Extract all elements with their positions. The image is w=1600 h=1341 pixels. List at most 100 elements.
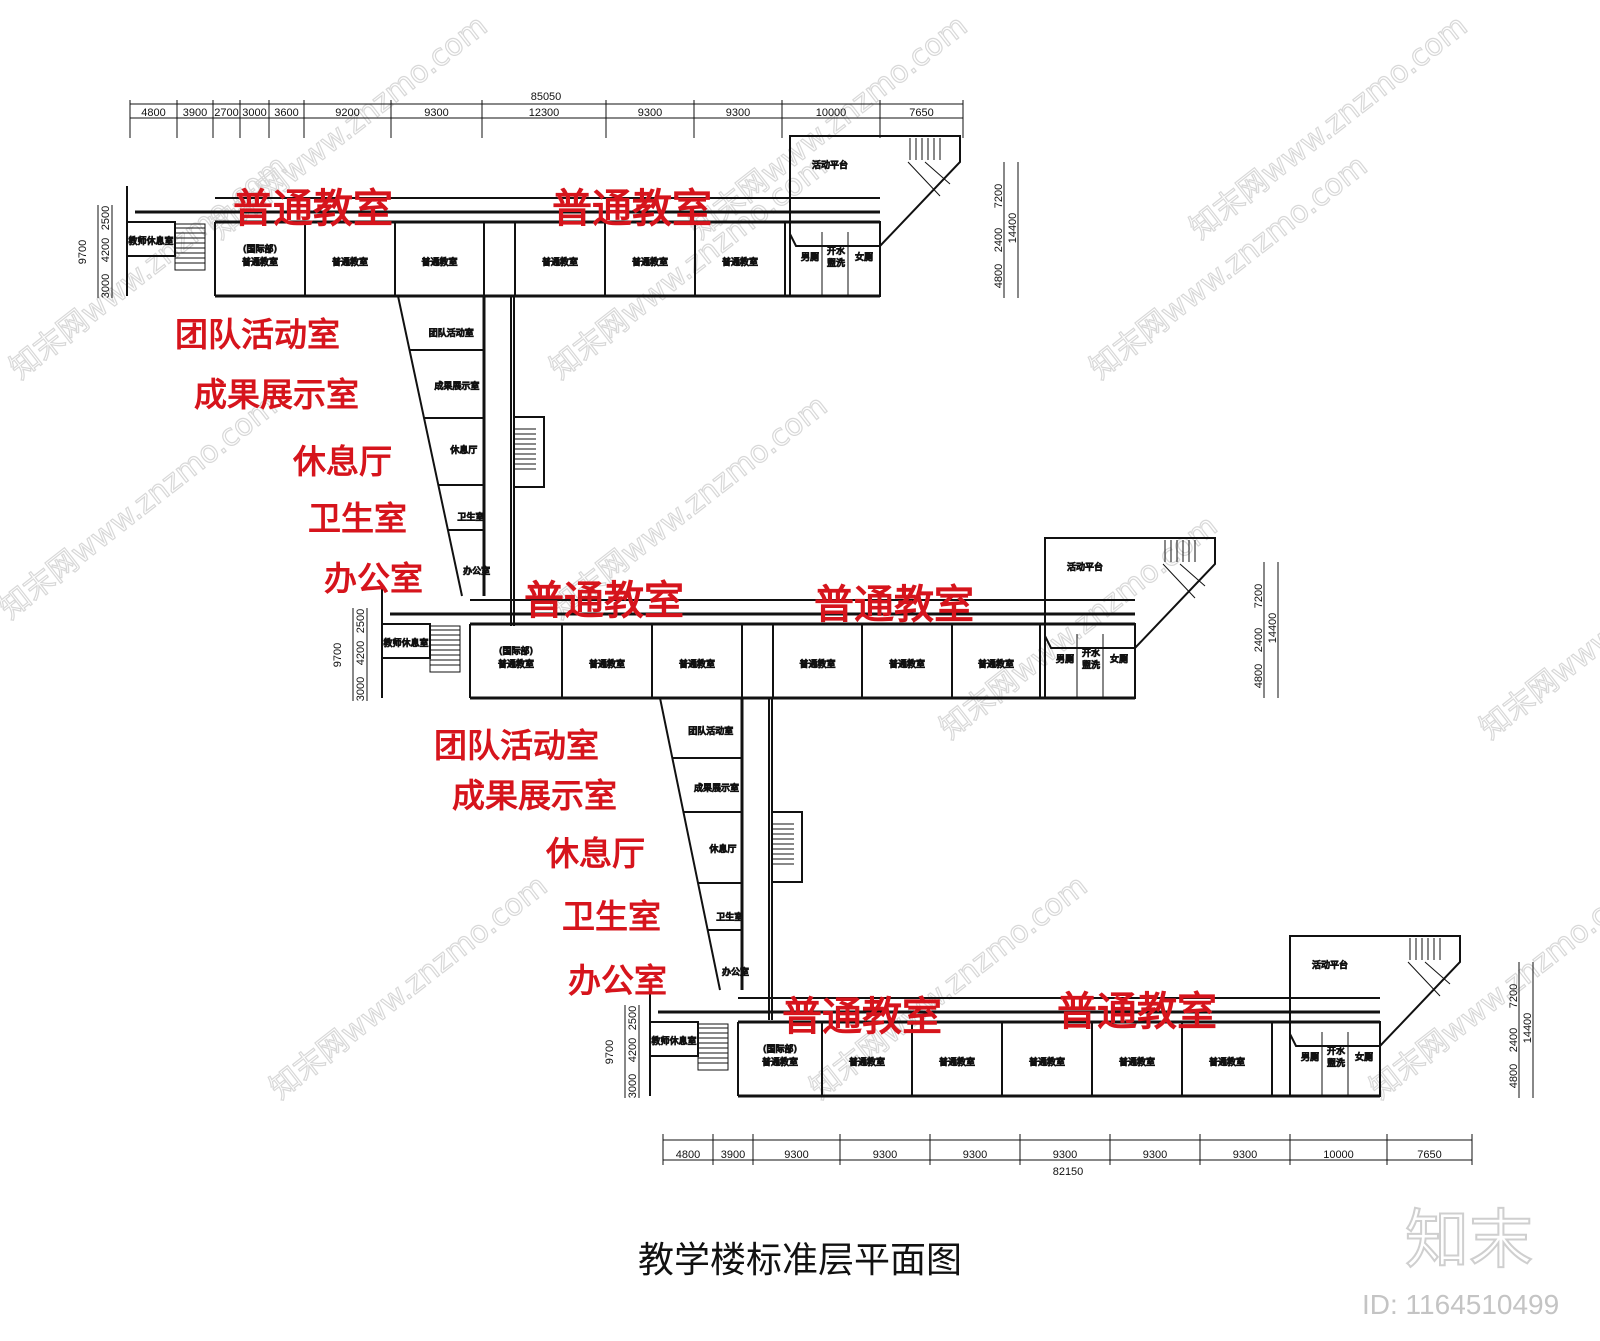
dimension-segment: 3600	[274, 107, 298, 119]
dimension-segment: 9300	[963, 1149, 987, 1161]
top-total-dimension: 85050	[531, 91, 562, 103]
room-label-classroom: 普通教室	[1029, 1056, 1065, 1068]
label-classroom-1b: 普通教室	[552, 186, 712, 232]
right-dimension-segment: 7200	[993, 184, 1005, 208]
building-blocks: (国际部)普通教室普通教室普通教室普通教室普通教室普通教室教师休息室男厕开水盥洗…	[126, 135, 1461, 1098]
room-label-classroom: 普通教室	[421, 256, 457, 268]
right-dimension-segment: 7200	[1253, 584, 1265, 608]
room-label-classroom: 普通教室	[542, 256, 578, 268]
label-clinic-1: 卫生室	[308, 499, 407, 538]
label-clinic-2: 卫生室	[562, 897, 661, 936]
room-label-classroom: 普通教室	[1119, 1056, 1155, 1068]
left-dimension-segment: 3000	[355, 677, 367, 701]
dimension-segment: 12300	[529, 107, 560, 119]
right-dimension-segment: 4800	[1508, 1064, 1520, 1088]
right-dimension-segment: 2400	[1508, 1028, 1520, 1052]
room-label-wash: 盥洗	[827, 257, 845, 269]
floor-block-2: (国际部)普通教室普通教室普通教室普通教室普通教室普通教室教师休息室男厕开水盥洗…	[649, 935, 1461, 1098]
label-classroom-1a: 普通教室	[233, 186, 393, 232]
stair-platform	[1407, 938, 1451, 997]
room-label-classroom: 普通教室	[849, 1056, 885, 1068]
dimension-segment: 4800	[676, 1149, 700, 1161]
left-total-dimension: 9700	[77, 240, 89, 264]
stair-box	[174, 223, 206, 271]
dimension-segment: 9300	[726, 107, 750, 119]
dimension-segment: 7650	[909, 107, 933, 119]
room-label-female: 女厕	[855, 251, 873, 263]
wing-slanted-wall	[397, 295, 463, 597]
room-label-water: 开水	[1082, 647, 1100, 659]
stair-flight	[1424, 961, 1451, 985]
dimension-segment: 3000	[242, 107, 266, 119]
room-label-wing: 休息厅	[450, 444, 477, 456]
right-total-dimension: 14400	[1522, 1013, 1534, 1044]
room-label-classroom: 普通教室	[889, 658, 925, 670]
corridor-stair-treads	[773, 823, 794, 865]
label-exhibit-2: 成果展示室	[452, 776, 617, 815]
room-label-female: 女厕	[1110, 653, 1128, 665]
stair-flight	[907, 161, 941, 197]
left-dimension-segment: 2500	[627, 1006, 639, 1030]
label-classroom-3b: 普通教室	[1057, 989, 1217, 1035]
floor-block-0: (国际部)普通教室普通教室普通教室普通教室普通教室普通教室教师休息室男厕开水盥洗…	[126, 135, 961, 298]
room-label-male: 男厕	[1301, 1052, 1319, 1063]
room-label-classroom: 普通教室	[498, 658, 534, 670]
label-team-1: 团队活动室	[175, 315, 340, 354]
brand-logo: 知末	[1405, 1204, 1533, 1278]
watermark-text: 知末网www.znzmo.com	[933, 508, 1224, 746]
activity-platform	[1044, 537, 1216, 649]
left-total-dimension: 9700	[332, 643, 344, 667]
watermark-text: 知末网www.znzmo.com	[0, 388, 284, 626]
dimension-segment: 9300	[638, 107, 662, 119]
dimension-segment: 9300	[873, 1149, 897, 1161]
room-label-water: 开水	[1327, 1045, 1345, 1057]
corridor-stair	[771, 811, 803, 883]
left-dimension-segment: 4200	[100, 238, 112, 262]
dimension-segment: 9300	[1233, 1149, 1257, 1161]
room-label-platform: 活动平台	[1067, 561, 1103, 573]
right-dimension-segment: 7200	[1508, 984, 1520, 1008]
stair-box	[429, 625, 461, 673]
room-label-female: 女厕	[1355, 1051, 1373, 1063]
room-label-wing: 办公室	[463, 565, 490, 577]
room-label-wing: 团队活动室	[688, 725, 733, 737]
label-office-1: 办公室	[324, 559, 423, 598]
drawing-title: 教学楼标准层平面图	[638, 1240, 962, 1281]
stair-platform	[1162, 540, 1206, 599]
room-label-intl: (国际部)	[763, 1043, 797, 1055]
watermark-text: 知末网www.znzmo.com	[263, 868, 554, 1106]
watermark-layer: 知末网www.znzmo.com 知末网www.znzmo.com 知末网www.z…	[0, 8, 1600, 1107]
room-label-teacher: 教师休息室	[383, 637, 428, 649]
right-total-dimension: 14400	[1007, 213, 1019, 244]
room-label-platform: 活动平台	[812, 159, 848, 171]
room-label-classroom: 普通教室	[762, 1056, 798, 1068]
image-id-text: ID: 1164510499	[1362, 1289, 1559, 1320]
room-label-classroom: 普通教室	[332, 256, 368, 268]
room-label-water: 开水	[827, 245, 845, 257]
dimension-segment: 9300	[1143, 1149, 1167, 1161]
room-label-classroom: 普通教室	[978, 658, 1014, 670]
room-label-wing: 团队活动室	[429, 327, 474, 339]
room-label-wing: 休息厅	[709, 843, 736, 855]
room-label-classroom: 普通教室	[632, 256, 668, 268]
watermark-text: 知末网www.znzmo.com	[803, 868, 1094, 1106]
label-office-2: 办公室	[568, 961, 667, 1000]
left-dimension-segment: 2500	[355, 609, 367, 633]
room-label-classroom: 普通教室	[799, 658, 835, 670]
corridor-stair	[513, 416, 545, 488]
dimension-segment: 9200	[335, 107, 359, 119]
corridor-stair-treads	[515, 428, 536, 470]
stair-flight	[1407, 961, 1441, 997]
floor-block-1: (国际部)普通教室普通教室普通教室普通教室普通教室普通教室教师休息室男厕开水盥洗…	[381, 537, 1216, 700]
left-total-dimension: 9700	[604, 1040, 616, 1064]
dimension-segment: 7650	[1417, 1149, 1441, 1161]
left-dimension-segment: 3000	[627, 1074, 639, 1098]
side-dimensions: 9700250042003000970025004200300097002500…	[77, 162, 1534, 1098]
stair-platform	[907, 138, 951, 197]
dimension-segment: 3900	[183, 107, 207, 119]
right-total-dimension: 14400	[1267, 613, 1279, 644]
stair-left	[174, 223, 206, 271]
